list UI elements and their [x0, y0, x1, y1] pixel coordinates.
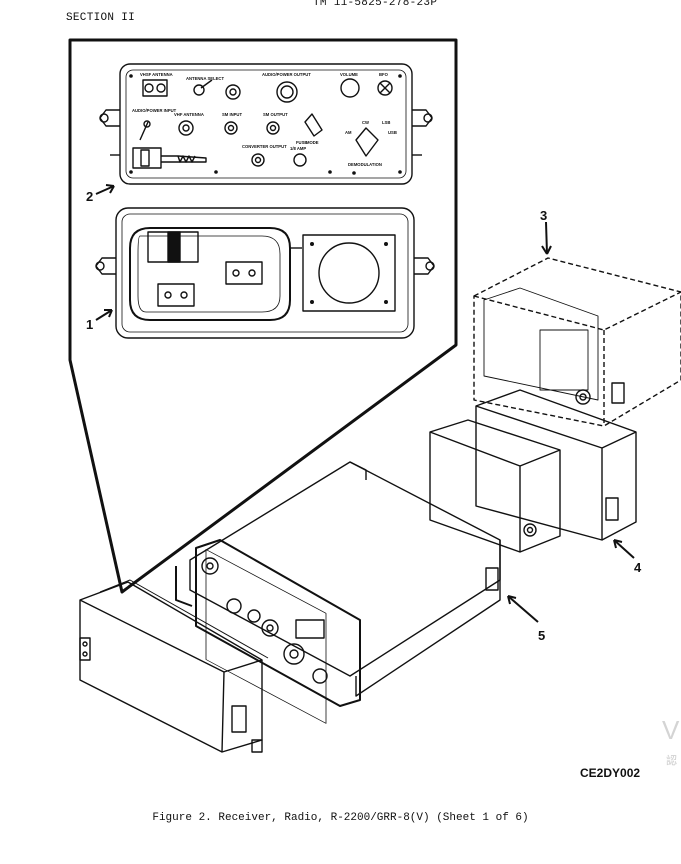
label-usb: USB	[388, 130, 397, 135]
label-antenna-select: ANTENNA SELECT	[186, 76, 224, 81]
watermark-letter: V	[662, 715, 680, 745]
rear-panel-outline	[115, 207, 415, 339]
label-lsb: LSB	[382, 120, 390, 125]
callout-1: 1	[86, 317, 93, 332]
speaker-plate	[302, 234, 396, 312]
detail-view-border	[68, 38, 458, 594]
bfo-knob	[377, 80, 393, 96]
label-sm-input: SM INPUT	[222, 112, 242, 117]
label-audio-power-output: AUDIO/POWER OUTPUT	[262, 72, 311, 77]
label-vhsf-antenna: VHSF ANTENNA	[140, 72, 173, 77]
callout-5: 5	[538, 628, 545, 643]
tm-number: TM 11-5825-278-23P	[313, 0, 438, 9]
label-sm-output: SM OUTPUT	[263, 112, 288, 117]
receiver-main-body	[175, 461, 501, 724]
label-fuse-rating: 1/8 AMP	[290, 146, 306, 151]
label-vhf-antenna: VHF ANTENNA	[174, 112, 204, 117]
fuse-holder	[293, 153, 307, 167]
watermark-glyph: 認	[666, 754, 677, 767]
label-audio-power-input: AUDIO/POWER INPUT	[132, 108, 177, 113]
cable-loop	[129, 227, 291, 321]
figure-code: CE2DY002	[580, 766, 641, 780]
label-fuse: FUSE	[296, 140, 307, 145]
label-volume: VOLUME	[340, 72, 358, 77]
label-am: AM	[345, 130, 352, 135]
label-mode: MODE	[306, 140, 319, 145]
tray-item-4	[429, 389, 637, 553]
callout-3: 3	[540, 208, 547, 223]
callout-4: 4	[634, 560, 642, 575]
front-cover	[79, 579, 269, 753]
vhf-antenna-connector	[142, 79, 168, 97]
front-panel-outline	[119, 63, 413, 185]
label-converter-output: CONVERTER OUTPUT	[242, 144, 287, 149]
figure-caption: Figure 2. Receiver, Radio, R-2200/GRR-8(…	[152, 812, 529, 824]
speaker-grille	[318, 242, 380, 304]
section-label: SECTION II	[66, 12, 136, 24]
volume-knob	[340, 78, 360, 98]
mode-switch	[304, 113, 323, 137]
cover-item-3	[473, 257, 681, 427]
label-demodulation: DEMODULATION	[348, 162, 382, 167]
audio-power-input-plug	[132, 147, 162, 169]
demodulation-switch	[355, 127, 379, 157]
label-bfo: BFO	[379, 72, 389, 77]
callout-2: 2	[86, 189, 93, 204]
label-cw: CW	[362, 120, 369, 125]
antenna-select-switch	[193, 84, 205, 96]
audio-power-output-connector	[276, 81, 298, 103]
